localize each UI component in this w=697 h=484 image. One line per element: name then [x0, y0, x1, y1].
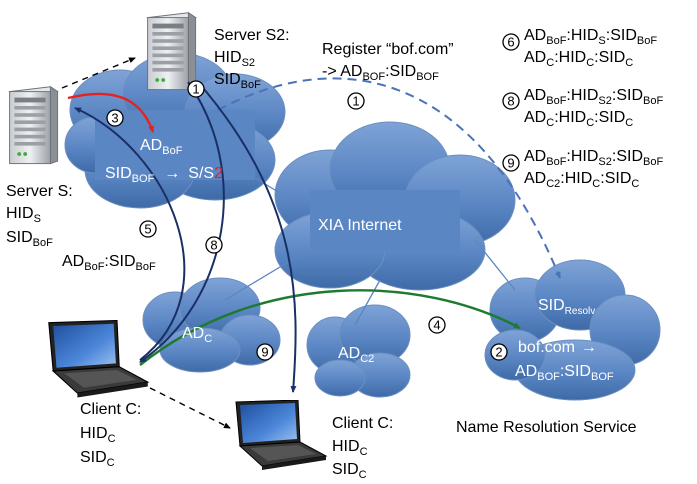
laptop-icon	[235, 400, 327, 470]
name-resolution-service-label: Name Resolution Service	[456, 419, 637, 436]
svg-text:HIDC: HIDC	[80, 425, 116, 445]
cloud-resolve	[484, 259, 661, 401]
arrow-step-8	[139, 81, 225, 363]
svg-text:ADBoF:HIDS2:SIDBoF: ADBoF:HIDS2:SIDBoF	[524, 148, 663, 168]
arrow-step-4	[139, 289, 521, 366]
table-8: ADBoF:HIDS2:SIDBoF ADC:HIDC:SIDC	[524, 87, 663, 129]
laptop-icon	[48, 320, 149, 398]
svg-text:SIDBoF: SIDBoF	[214, 71, 261, 91]
arrow-server-migration	[61, 57, 136, 89]
arrow-step-5	[74, 107, 186, 361]
arrows	[61, 57, 561, 429]
svg-text:Server S2:: Server S2:	[214, 27, 290, 44]
cloud-links	[224, 174, 516, 326]
step-marker-2: 2	[490, 343, 508, 361]
step-marker-9b: 9	[502, 154, 520, 172]
svg-text:SIDC: SIDC	[332, 461, 367, 481]
svg-text:ADBoF:HIDS:SIDBoF: ADBoF:HIDS:SIDBoF	[524, 27, 657, 47]
svg-text:Client C:: Client C:	[332, 415, 393, 432]
step-marker-4: 4	[428, 316, 446, 334]
table-6: ADBoF:HIDS:SIDBoF ADC:HIDC:SIDC	[524, 27, 657, 69]
svg-text:ADBOF:SIDBOF: ADBOF:SIDBOF	[515, 363, 614, 383]
arrow-step-3	[67, 92, 155, 133]
step-marker-8a: 8	[205, 236, 223, 254]
step-marker-5: 5	[139, 220, 157, 238]
step-marker-1b: 1	[347, 92, 365, 110]
server-icon	[9, 86, 59, 165]
svg-text:SIDC: SIDC	[80, 449, 115, 469]
svg-text:HIDS2: HIDS2	[214, 49, 255, 69]
arrow-register	[217, 77, 561, 279]
svg-text:-> ADBOF:SIDBOF: -> ADBOF:SIDBOF	[322, 63, 439, 83]
svg-text:4: 4	[433, 318, 440, 333]
svg-text:5: 5	[144, 222, 151, 237]
svg-text:3: 3	[111, 111, 118, 126]
server-s2-label: Server S2: HIDS2 SIDBoF	[214, 27, 290, 91]
server-s-label: Server S: HIDS SIDBoF ADBoF:SIDBoF	[6, 183, 156, 273]
svg-text:2: 2	[495, 345, 502, 360]
svg-text:ADC2:HIDC:SIDC: ADC2:HIDC:SIDC	[524, 170, 639, 190]
svg-text:SIDBOF→S/S2: SIDBOF→S/S2	[105, 165, 223, 185]
svg-text:ADBoF:HIDS2:SIDBoF: ADBoF:HIDS2:SIDBoF	[524, 87, 663, 107]
svg-text:Server S:: Server S:	[6, 183, 73, 200]
svg-text:9: 9	[507, 156, 514, 171]
svg-text:SIDBoF: SIDBoF	[6, 229, 53, 249]
svg-text:1: 1	[192, 82, 199, 97]
client-1-label: Client C: HIDC SIDC	[80, 401, 141, 469]
svg-text:bof.com→: bof.com→	[518, 339, 597, 356]
server-icon	[147, 12, 197, 91]
svg-text:Register “bof.com”: Register “bof.com”	[322, 41, 454, 58]
svg-text:ADBoF:SIDBoF: ADBoF:SIDBoF	[62, 253, 156, 273]
step-marker-3: 3	[106, 109, 124, 127]
svg-text:6: 6	[507, 35, 514, 50]
adc-label: ADC	[182, 325, 212, 345]
cloud-xia-internet	[274, 121, 516, 291]
step-marker-8b: 8	[502, 92, 520, 110]
svg-text:Client C:: Client C:	[80, 401, 141, 418]
svg-text:HIDC: HIDC	[332, 438, 368, 458]
xia-internet-label: XIA Internet	[318, 217, 402, 234]
svg-text:8: 8	[210, 238, 217, 253]
svg-text:SIDResolv: SIDResolv	[538, 297, 595, 317]
table-9: ADBoF:HIDS2:SIDBoF ADC2:HIDC:SIDC	[524, 148, 663, 190]
client-2-label: Client C: HIDC SIDC	[332, 415, 393, 481]
register-label: Register “bof.com” -> ADBOF:SIDBOF	[322, 41, 454, 83]
arrow-client-migration	[149, 387, 231, 429]
svg-text:ADBoF: ADBoF	[140, 137, 183, 157]
svg-text:ADC:HIDC:SIDC: ADC:HIDC:SIDC	[524, 49, 633, 69]
step-marker-6: 6	[502, 33, 520, 51]
step-marker-1a: 1	[187, 80, 205, 98]
resolve-cloud-label: SIDResolv bof.com→ ADBOF:SIDBOF	[515, 297, 614, 383]
svg-text:ADC:HIDC:SIDC: ADC:HIDC:SIDC	[524, 109, 633, 129]
step-marker-9a: 9	[256, 343, 274, 361]
cloud-bof-label: ADBoF SIDBOF→S/S2	[105, 137, 223, 185]
svg-text:HIDS: HIDS	[6, 205, 41, 225]
svg-text:1: 1	[352, 94, 359, 109]
adc2-label: ADC2	[338, 345, 374, 365]
arrow-step-9	[197, 81, 297, 393]
svg-text:8: 8	[507, 94, 514, 109]
svg-text:9: 9	[261, 345, 268, 360]
